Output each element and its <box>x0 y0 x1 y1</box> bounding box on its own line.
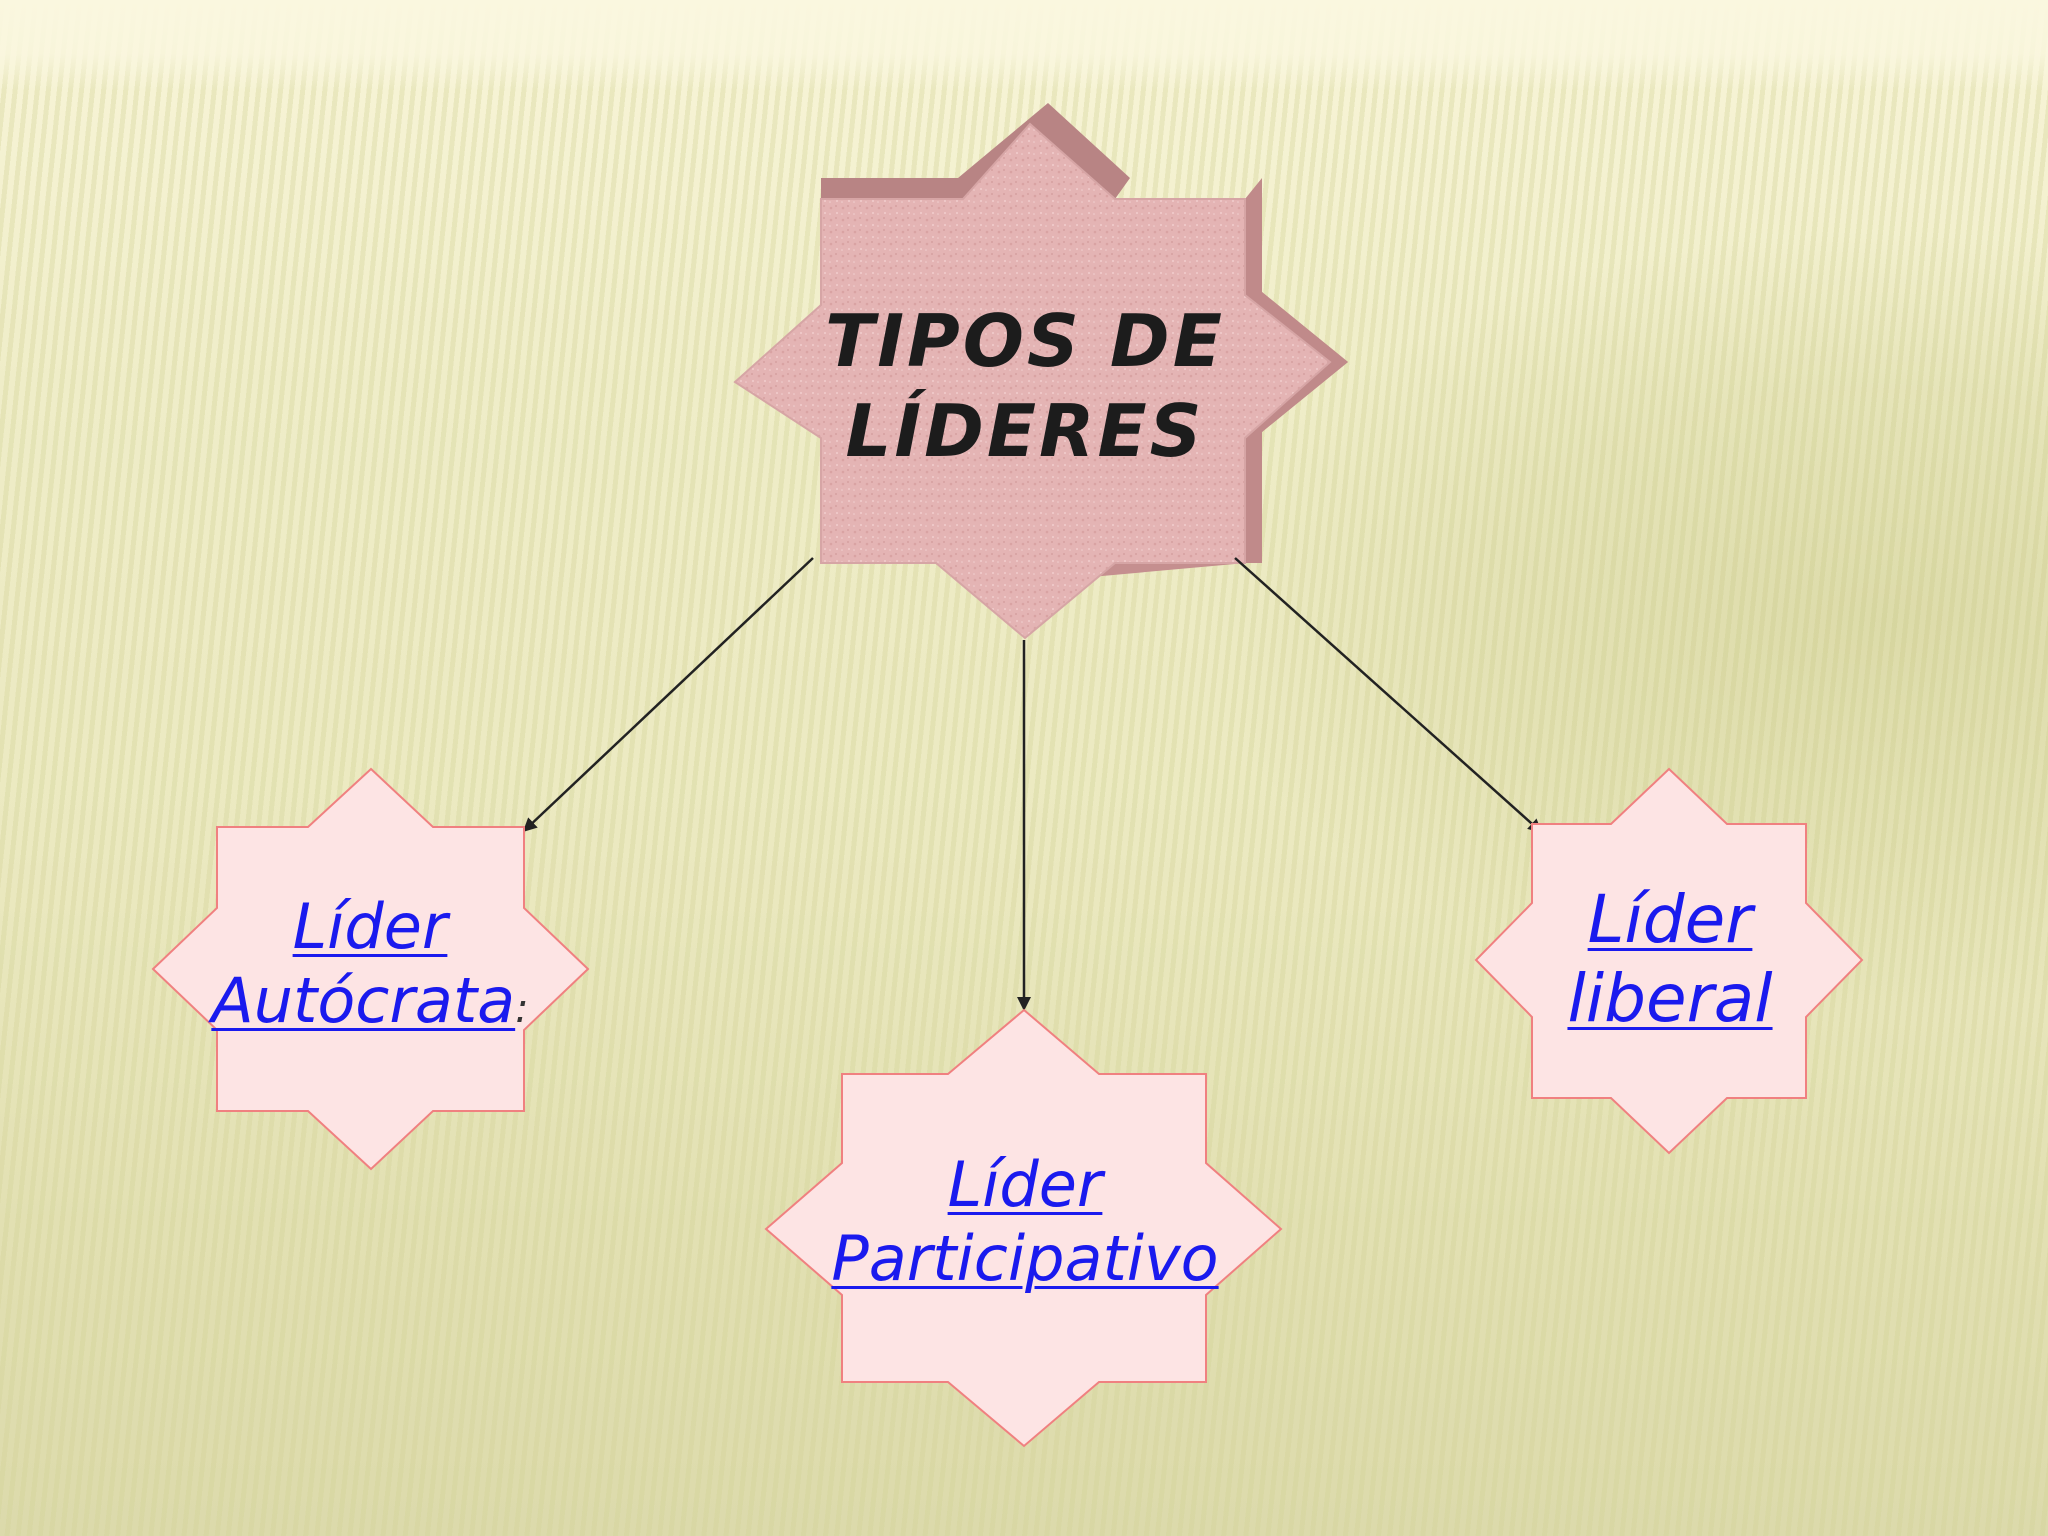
central-star-right-face <box>1245 178 1348 563</box>
star-autocrata <box>151 767 590 1171</box>
autocrata-line-1[interactable]: Líder <box>292 890 448 963</box>
autocrata-line-2[interactable]: Autócrata <box>211 964 516 1038</box>
background-top-fade <box>0 0 2048 90</box>
autocrata-suffix: : <box>515 986 529 1033</box>
title-line-2: LÍDERES <box>845 389 1205 473</box>
arrow-to-autocrata <box>522 557 814 833</box>
node-autocrata-label[interactable]: Líder Autócrata: <box>180 890 560 1039</box>
title-line-1: TIPOS DE <box>825 299 1225 383</box>
node-liberal-label[interactable]: Líder liberal <box>1520 880 1820 1038</box>
participativo-line-1[interactable]: Líder <box>947 1148 1103 1221</box>
star-liberal <box>1474 767 1864 1155</box>
node-participativo-label[interactable]: Líder Participativo <box>790 1148 1260 1297</box>
liberal-line-2[interactable]: liberal <box>1567 960 1773 1038</box>
star-participativo <box>764 1008 1283 1448</box>
participativo-line-2[interactable]: Participativo <box>831 1222 1219 1296</box>
central-star-top-face <box>821 103 1130 199</box>
liberal-line-1[interactable]: Líder <box>1587 881 1753 958</box>
arrow-to-liberal <box>1234 557 1543 834</box>
central-star <box>733 103 1348 640</box>
central-star-front <box>733 122 1332 640</box>
diagram-title: TIPOS DE LÍDERES <box>790 296 1260 476</box>
